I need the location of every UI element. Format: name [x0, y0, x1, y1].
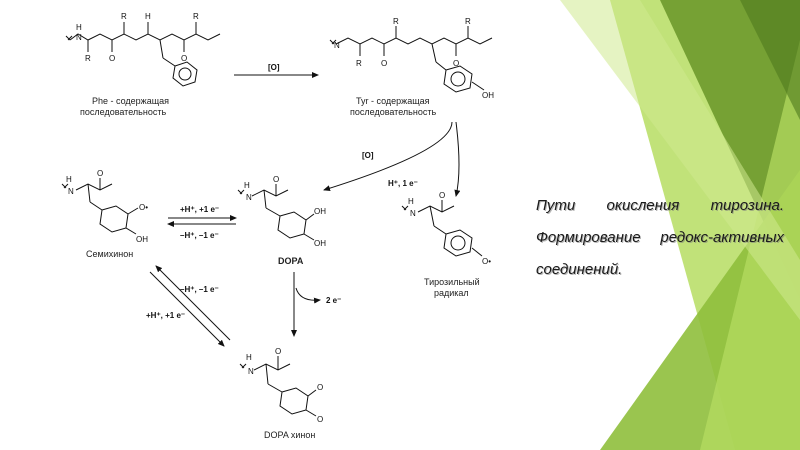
dopa-quinone-structure — [239, 356, 317, 417]
phe-atom-o: O — [109, 54, 115, 63]
quinone-from-semi-label: –H⁺, –1 e⁻ — [180, 285, 219, 294]
phe-atom-h: H — [76, 23, 82, 32]
semiquinone-structure — [61, 178, 139, 235]
oxidation-label: [O] — [268, 63, 280, 72]
radical-step-label: H⁺, 1 e⁻ — [388, 179, 418, 188]
semi-atom-o: O — [97, 169, 103, 178]
quinone-atom-n: N — [248, 367, 254, 376]
dopa-atom-n: N — [246, 193, 252, 202]
phe-atom-n: N — [76, 33, 82, 42]
dopa-quinone-caption: DOPA хинон — [264, 430, 315, 440]
dopa-atom-oh2: OH — [314, 239, 326, 248]
tyr-atom-n: N — [334, 41, 340, 50]
two-electron-arrow — [295, 287, 321, 304]
semi-to-dopa-label: –H⁺, –1 e⁻ — [180, 231, 219, 240]
facet-5 — [560, 0, 800, 320]
semi-atom-h: H — [66, 175, 72, 184]
tyr-to-radical-arrow — [454, 121, 461, 197]
radical-atom-n: N — [410, 209, 416, 218]
dopa-atom-oh1: OH — [314, 207, 326, 216]
dopa-atom-h: H — [244, 181, 250, 190]
quinone-to-semi-label: +H⁺, +1 e⁻ — [146, 311, 185, 320]
phe-caption-line2: последовательность — [80, 107, 166, 117]
tyrosyl-caption-line2: радикал — [434, 288, 469, 298]
semi-to-quinone-arrow — [149, 271, 225, 347]
tyr-to-dopa-arrow — [323, 121, 453, 192]
tyr-atom-r3: R — [465, 17, 471, 26]
two-electron-label: 2 e⁻ — [326, 296, 341, 305]
radical-atom-o: O — [439, 191, 445, 200]
semi-atom-n: N — [68, 187, 74, 196]
tyr-atom-r: R — [356, 59, 362, 68]
phe-atom-r3: R — [193, 12, 199, 21]
slide-title: Пути окисления тирозина. Формирование ре… — [536, 197, 784, 278]
semiquinone-caption: Семихинон — [86, 249, 133, 259]
tyr-atom-o: O — [381, 59, 387, 68]
quinone-to-semi-arrow — [155, 265, 231, 341]
tyrosyl-caption-line1: Тирозильный — [424, 277, 480, 287]
radical-atom-oradical: O• — [482, 257, 491, 266]
semi-atom-oh: OH — [136, 235, 148, 244]
dopa-caption: DOPA — [278, 256, 304, 266]
quinone-atom-h: H — [246, 353, 252, 362]
tyr-atom-oh: OH — [482, 91, 494, 100]
quinone-atom-o2: O — [317, 415, 323, 424]
dopa-atom-o: O — [273, 175, 279, 184]
quinone-atom-o1: O — [317, 383, 323, 392]
tyr-peptide-structure — [329, 26, 493, 93]
tyr-caption-line2: последовательность — [350, 107, 436, 117]
phe-peptide-structure — [65, 22, 221, 87]
oxidation-label-2: [O] — [362, 151, 374, 160]
tyr-caption-line1: Tyr - содержащая — [356, 96, 430, 106]
phe-caption-line1: Phe - содержащая — [92, 96, 169, 106]
dopa-to-semi-label: +H⁺, +1 e⁻ — [180, 205, 219, 214]
phe-atom-r2: R — [121, 12, 127, 21]
semi-atom-oradical: O• — [139, 203, 148, 212]
phe-atom-h2: H — [145, 12, 151, 21]
facet-6 — [740, 0, 800, 120]
tyrosyl-radical-structure — [401, 200, 483, 257]
radical-atom-h: H — [408, 197, 414, 206]
phe-atom-r: R — [85, 54, 91, 63]
phe-atom-o2: O — [181, 54, 187, 63]
tyr-atom-o2: O — [453, 59, 459, 68]
quinone-atom-o: O — [275, 347, 281, 356]
dopa-structure — [237, 184, 315, 241]
tyr-atom-r2: R — [393, 17, 399, 26]
